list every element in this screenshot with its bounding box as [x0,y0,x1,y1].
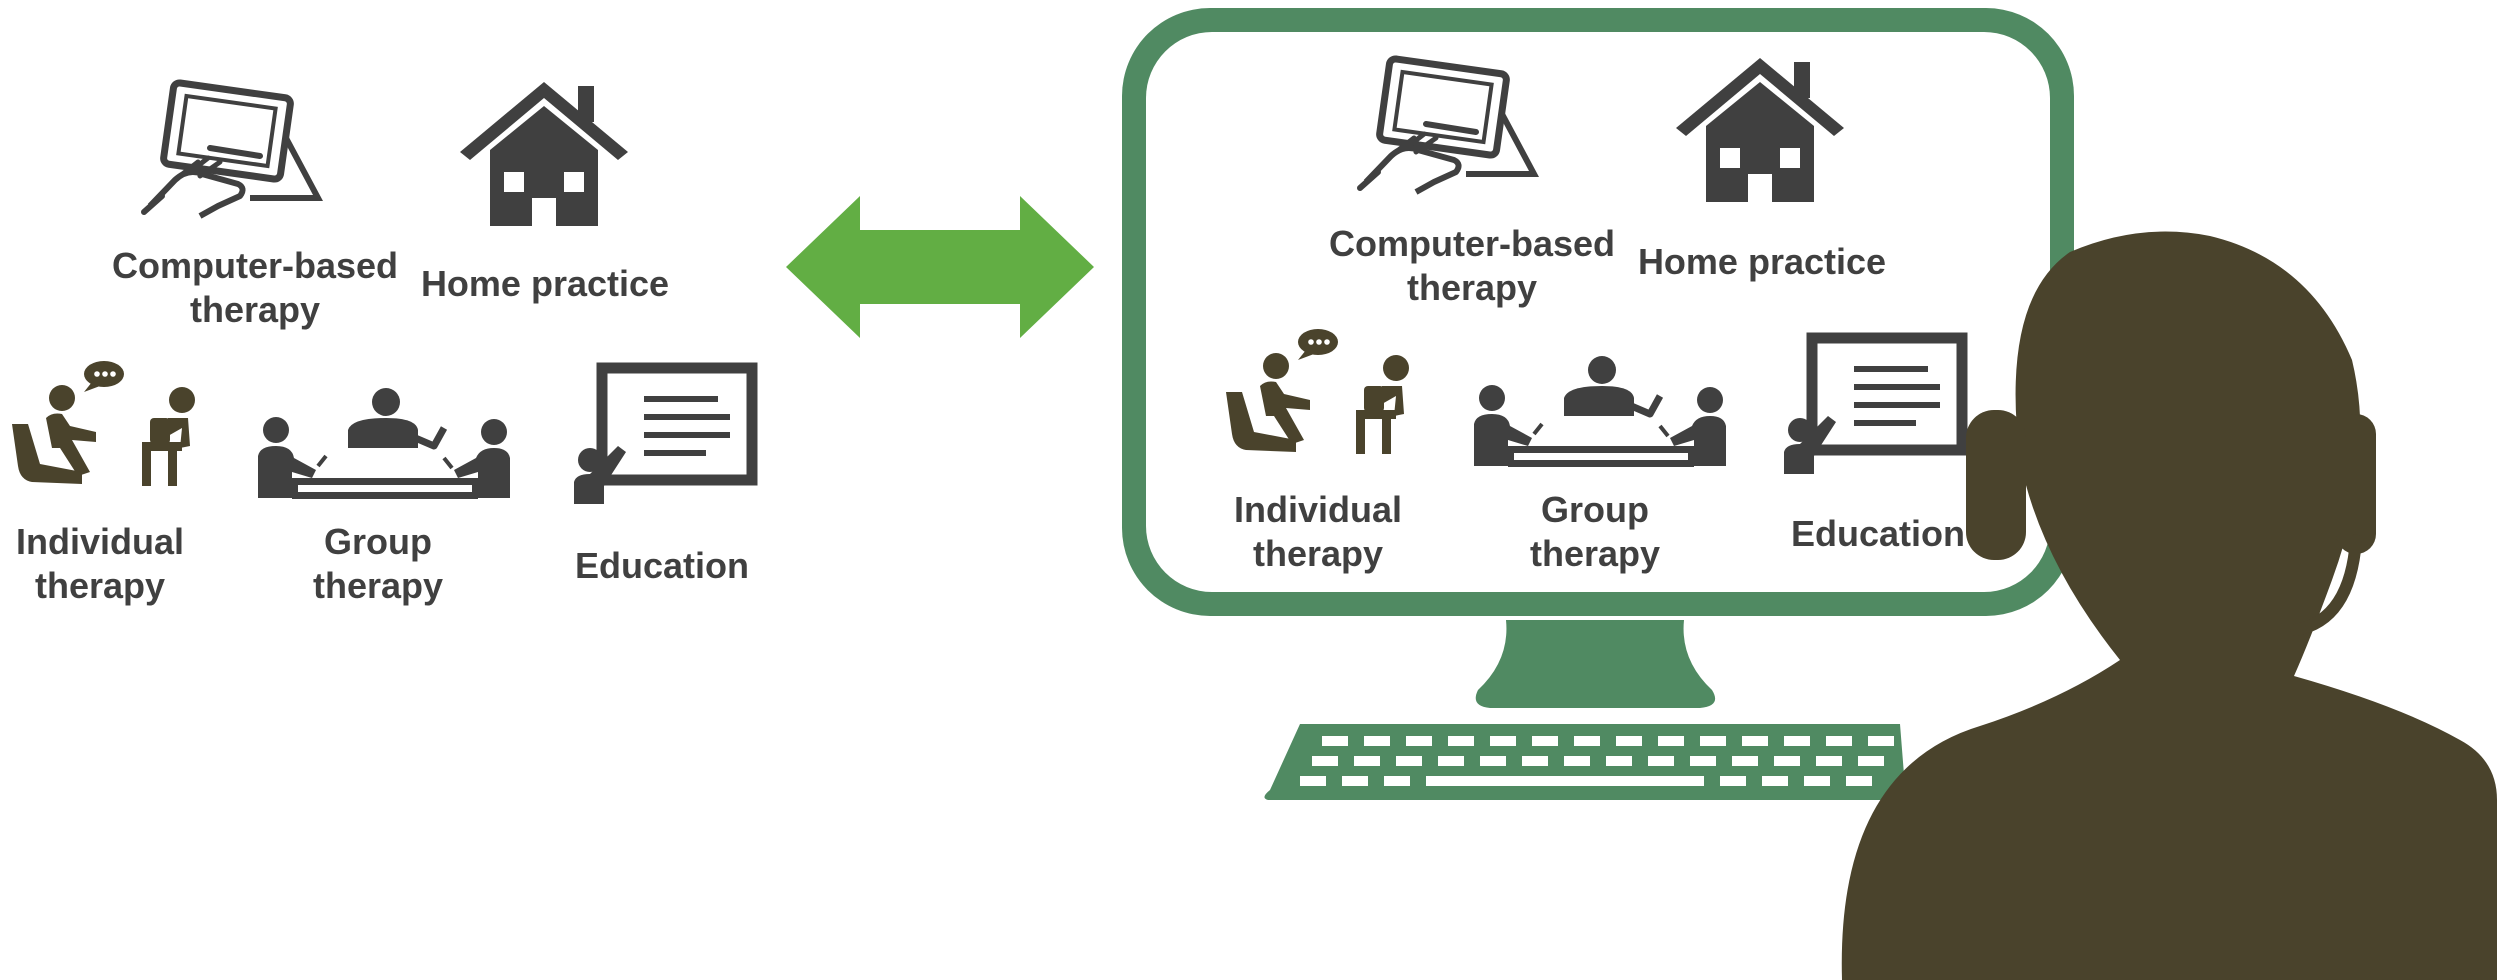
keyboard-key [1720,776,1746,786]
keyboard-key [1322,736,1348,746]
keyboard-key [1616,736,1642,746]
keyboard-key [1480,756,1506,766]
keyboard-key [1826,736,1852,746]
label-individual-line2: therapy [1253,533,1383,574]
keyboard-key [1700,736,1726,746]
keyboard-key [1364,736,1390,746]
label-education: Education [1791,513,1965,554]
label-group-line1: Group [324,521,432,562]
keyboard-key [1732,756,1758,766]
screen-therapy-group: Computer-based therapy Home practice Ind… [1226,58,1965,574]
house-icon [460,82,628,226]
keyboard-key [1490,736,1516,746]
label-computer-based-line1: Computer-based [1329,223,1615,264]
keyboard-key [1648,756,1674,766]
keyboard-key [1784,736,1810,746]
person-with-headset-icon [1841,231,2497,980]
keyboard-key [1438,756,1464,766]
left-therapy-group: Computer-based therapy Home practice Ind… [12,82,752,606]
keyboard-key [1532,736,1558,746]
keyboard-key [1300,776,1326,786]
keyboard-key [1868,736,1894,746]
label-computer-based-line1: Computer-based [112,245,398,286]
label-education: Education [575,545,749,586]
label-individual-line1: Individual [16,521,184,562]
keyboard-key [1774,756,1800,766]
keyboard-key [1606,756,1632,766]
keyboard-key [1396,756,1422,766]
keyboard-icon [1264,724,1906,800]
keyboard-key [1312,756,1338,766]
label-home-practice: Home practice [1638,241,1886,282]
presentation-board-icon [574,368,752,504]
label-computer-based-line2: therapy [190,289,320,330]
keyboard-key [1384,776,1410,786]
keyboard-key [1804,776,1830,786]
individual-therapy-icon [12,361,195,486]
keyboard-key [1658,736,1684,746]
label-computer-based-line2: therapy [1407,267,1537,308]
keyboard-key [1690,756,1716,766]
label-home-practice: Home practice [421,263,669,304]
keyboard-key [1564,756,1590,766]
keyboard-key [1742,736,1768,746]
keyboard-key [1426,776,1452,786]
keyboard-key [1448,736,1474,746]
label-individual-line1: Individual [1234,489,1402,530]
keyboard-key [1858,756,1884,766]
group-therapy-icon [258,388,510,499]
keyboard-spacebar [1450,776,1700,786]
keyboard-key [1574,736,1600,746]
keyboard-key [1354,756,1380,766]
keyboard-key [1522,756,1548,766]
keyboard-key [1762,776,1788,786]
keyboard-key [1846,776,1872,786]
label-individual-line2: therapy [35,565,165,606]
keyboard-key [1816,756,1842,766]
label-group-line1: Group [1541,489,1649,530]
double-arrow-icon [786,196,1094,338]
keyboard-key [1406,736,1432,746]
keyboard-key [1342,776,1368,786]
label-group-line2: therapy [313,565,443,606]
presentation-board-icon [1784,338,1962,474]
label-group-line2: therapy [1530,533,1660,574]
tablet-touch-icon [144,82,318,216]
